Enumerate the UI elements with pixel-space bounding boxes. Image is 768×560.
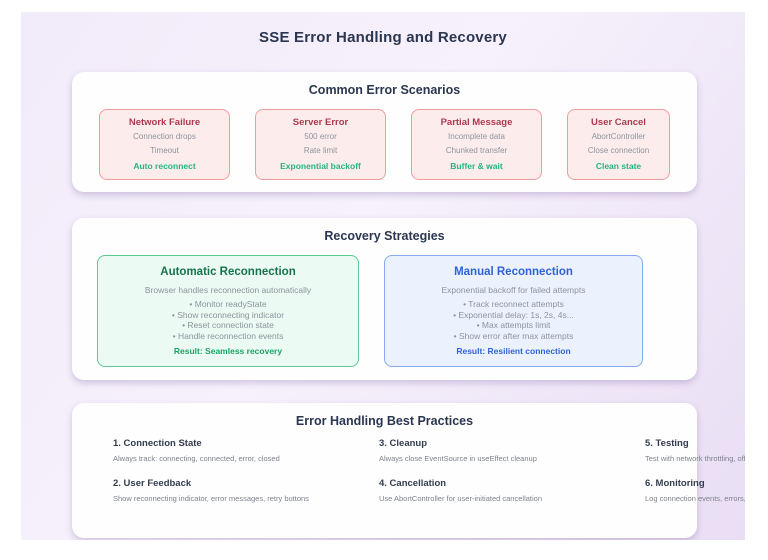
best-practice-cancellation: 4. Cancellation Use AbortController for … — [379, 478, 645, 503]
strategy-bullet: Reset connection state — [106, 320, 350, 331]
scenario-card-line: 500 error — [304, 132, 337, 141]
strategy-card-title: Automatic Reconnection — [160, 266, 296, 278]
scenario-card-line: Connection drops — [133, 132, 196, 141]
strategy-bullet: Exponential delay: 1s, 2s, 4s... — [393, 310, 634, 321]
scenario-card-line: Chunked transfer — [445, 146, 508, 155]
scenario-card-result: Auto reconnect — [133, 161, 196, 171]
best-practice-title: 1. Connection State — [113, 438, 202, 449]
scenario-card-network-failure: Network Failure Connection drops Timeout… — [99, 109, 230, 180]
strategy-card-subtitle: Exponential backoff for failed attempts — [441, 285, 586, 295]
scenario-card-title: Server Error — [292, 117, 349, 128]
best-practices-grid: 1. Connection State Always track: connec… — [72, 438, 745, 503]
scenario-card-partial-message: Partial Message Incomplete data Chunked … — [411, 109, 542, 180]
best-practice-title: 5. Testing — [645, 438, 689, 449]
scenario-card-line: Rate limit — [303, 146, 338, 155]
best-practice-desc: Log connection events, errors, reconn — [645, 494, 745, 503]
scenario-card-line: Timeout — [150, 146, 179, 155]
best-practice-user-feedback: 2. User Feedback Show reconnecting indic… — [113, 478, 379, 503]
scenario-card-server-error: Server Error 500 error Rate limit Expone… — [255, 109, 386, 180]
best-practice-connection-state: 1. Connection State Always track: connec… — [113, 438, 379, 463]
scenario-card-result: Clean state — [595, 161, 642, 171]
page-title: SSE Error Handling and Recovery — [259, 29, 507, 46]
best-practice-desc: Use AbortController for user-initiated c… — [379, 494, 542, 503]
strategy-card-manual-reconnection: Manual Reconnection Exponential backoff … — [384, 255, 643, 367]
best-practice-desc: Always track: connecting, connected, err… — [113, 454, 280, 463]
best-practices-column: 5. Testing Test with network throttling,… — [645, 438, 745, 503]
strategy-bullet-list: Track reconnect attempts Exponential del… — [393, 299, 634, 341]
best-practice-title: 6. Monitoring — [645, 478, 705, 489]
sse-diagram-canvas: SSE Error Handling and Recovery Common E… — [21, 12, 745, 540]
scenario-card-line: AbortController — [591, 132, 646, 141]
strategy-card-subtitle: Browser handles reconnection automatical… — [144, 285, 312, 295]
scenario-card-result: Exponential backoff — [280, 161, 361, 171]
best-practice-testing: 5. Testing Test with network throttling,… — [645, 438, 745, 463]
best-practice-title: 4. Cancellation — [379, 478, 447, 489]
best-practices-column: 3. Cleanup Always close EventSource in u… — [379, 438, 645, 503]
strategy-bullet: Handle reconnection events — [106, 331, 350, 342]
strategy-card-result: Result: Resilient connection — [456, 346, 571, 356]
best-practice-monitoring: 6. Monitoring Log connection events, err… — [645, 478, 745, 503]
recovery-strategies-heading: Recovery Strategies — [324, 229, 445, 243]
best-practices-panel: Error Handling Best Practices 1. Connect… — [72, 403, 745, 538]
strategy-bullet: Show reconnecting indicator — [106, 310, 350, 321]
strategy-card-automatic-reconnection: Automatic Reconnection Browser handles r… — [97, 255, 359, 367]
best-practice-desc: Show reconnecting indicator, error messa… — [113, 494, 309, 503]
best-practice-desc: Test with network throttling, offline mo — [645, 454, 745, 463]
scenario-card-title: User Cancel — [591, 117, 646, 128]
scenario-card-result: Buffer & wait — [450, 161, 503, 171]
scenario-card-line: Incomplete data — [448, 132, 505, 141]
strategy-bullet: Show error after max attempts — [393, 331, 634, 342]
strategy-bullet-list: Monitor readyState Show reconnecting ind… — [106, 299, 350, 341]
scenario-card-title: Partial Message — [440, 117, 513, 128]
scenario-card-line: Close connection — [587, 146, 650, 155]
recovery-strategies-panel: Recovery Strategies Automatic Reconnecti… — [72, 218, 697, 380]
strategy-bullet: Max attempts limit — [393, 320, 634, 331]
common-error-scenarios-heading: Common Error Scenarios — [308, 83, 461, 97]
strategy-card-title: Manual Reconnection — [454, 266, 573, 278]
best-practice-title: 3. Cleanup — [379, 438, 428, 449]
common-error-scenarios-panel: Common Error Scenarios Network Failure C… — [72, 72, 697, 192]
best-practices-column: 1. Connection State Always track: connec… — [113, 438, 379, 503]
strategy-bullet: Monitor readyState — [106, 299, 350, 310]
best-practice-cleanup: 3. Cleanup Always close EventSource in u… — [379, 438, 645, 463]
strategy-cards-row: Automatic Reconnection Browser handles r… — [72, 255, 697, 367]
best-practice-desc: Always close EventSource in useEffect cl… — [379, 454, 537, 463]
scenario-card-title: Network Failure — [128, 117, 201, 128]
strategy-bullet: Track reconnect attempts — [393, 299, 634, 310]
scenario-card-user-cancel: User Cancel AbortController Close connec… — [567, 109, 670, 180]
strategy-card-result: Result: Seamless recovery — [173, 346, 283, 356]
scenario-cards-row: Network Failure Connection drops Timeout… — [72, 109, 697, 180]
best-practices-heading: Error Handling Best Practices — [295, 414, 474, 428]
best-practice-title: 2. User Feedback — [113, 478, 192, 489]
